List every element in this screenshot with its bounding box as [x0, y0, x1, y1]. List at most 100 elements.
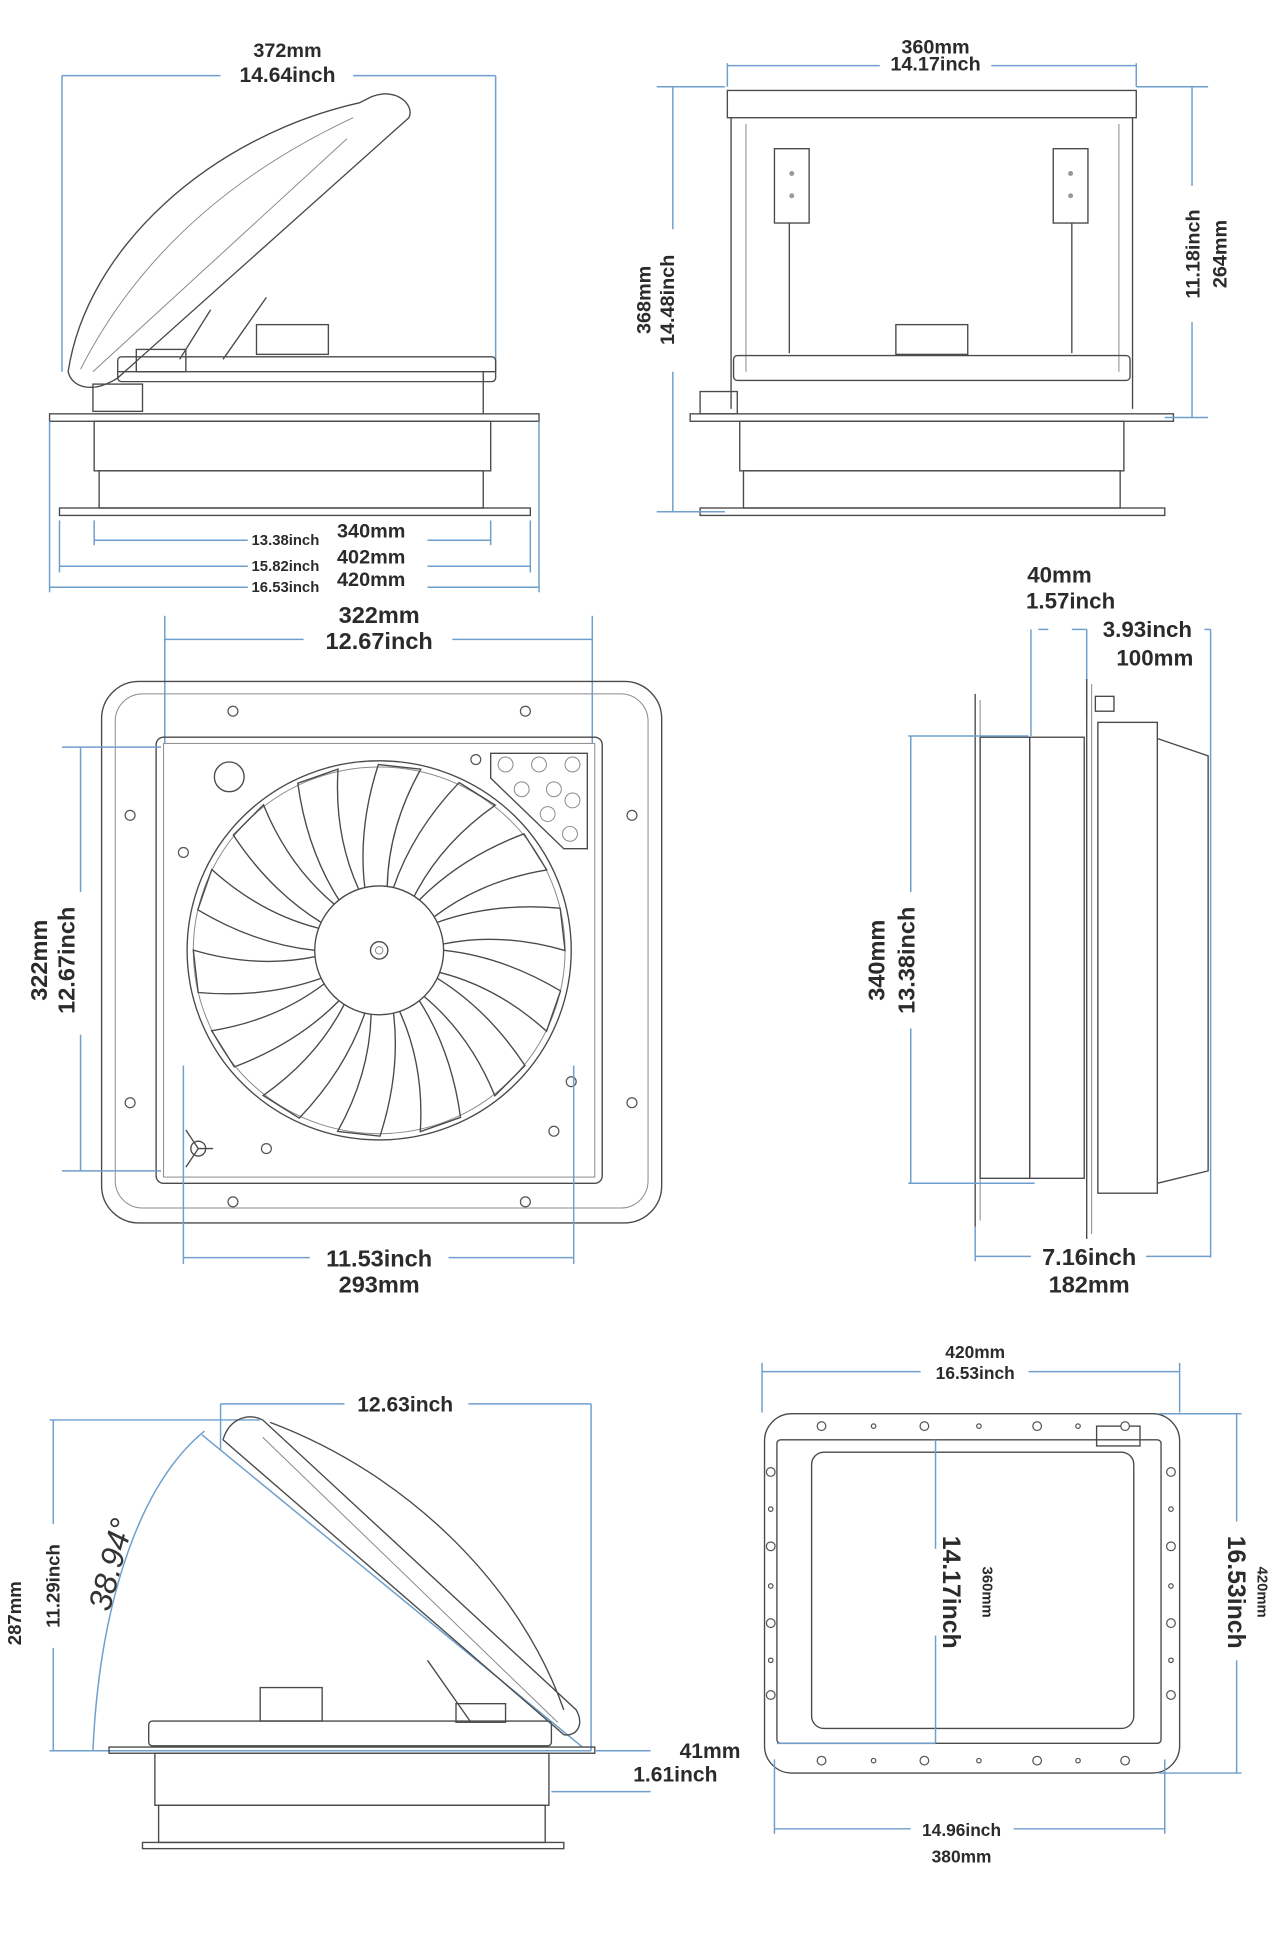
bolt: [1166, 1618, 1176, 1629]
dim-label-inch: 1.61inch: [633, 1764, 717, 1787]
bolt: [765, 1618, 776, 1629]
fan-blade: [210, 983, 340, 1068]
frame-mid: [1029, 736, 1085, 1180]
dim-label-mm: 322mm: [26, 920, 52, 1001]
bolt: [124, 809, 136, 821]
body-top: [732, 354, 1131, 382]
dim-label-inch: 1.57inch: [1026, 588, 1115, 613]
body-lower: [154, 1752, 550, 1806]
bolt: [1166, 1690, 1176, 1700]
dim-label-mm: 40mm: [1027, 562, 1091, 587]
control-panel: [490, 752, 589, 850]
base-plate: [141, 1841, 565, 1850]
bolt: [1032, 1421, 1043, 1432]
dim-label-mm: 293mm: [339, 1271, 420, 1297]
inner-panel: [163, 742, 596, 1178]
bolt: [1168, 1583, 1174, 1589]
dim-label-mm: 372mm: [253, 40, 321, 62]
button: [564, 756, 581, 773]
knob-arms: [185, 1129, 214, 1168]
dim-label-inch: 13.38inch: [252, 533, 320, 549]
dim-label-mm: 360mm: [979, 1567, 995, 1618]
dim-label-inch: 12.67inch: [53, 907, 79, 1014]
side-angle-view: 12.63inch 287mm 11.29inch 38.94° 41mm 1.…: [4, 1393, 740, 1850]
bolt: [1032, 1755, 1043, 1766]
lid-edge: [92, 138, 348, 373]
fan-shaft-inner: [374, 946, 384, 955]
rivet: [1068, 170, 1074, 176]
dim-label-mm: 264mm: [1210, 220, 1232, 288]
dim-label-inch: 15.82inch: [252, 559, 320, 575]
dim-label-inch: 16.53inch: [1222, 1536, 1249, 1649]
bolt: [124, 1097, 136, 1109]
button: [564, 792, 581, 809]
dim-label-mm: 322mm: [339, 602, 420, 628]
body-lower: [93, 420, 492, 472]
dim-label-mm: 402mm: [337, 547, 405, 569]
bolt: [260, 1143, 272, 1155]
bolt: [626, 1097, 638, 1109]
angle-arc: [92, 1430, 205, 1751]
bracket: [773, 148, 810, 224]
bolt: [767, 1657, 774, 1664]
dim-label-inch: 14.64inch: [240, 64, 336, 87]
fan-blade: [362, 763, 422, 888]
button: [562, 825, 578, 842]
bolt: [470, 753, 482, 766]
button: [497, 756, 514, 773]
fan-blade: [192, 949, 322, 995]
fan-blade: [439, 949, 562, 1033]
button: [545, 781, 562, 798]
fan-hub: [314, 885, 445, 1016]
dim-label-inch: 11.53inch: [326, 1245, 432, 1271]
bolt: [870, 1423, 877, 1429]
lid-sides: [730, 117, 1134, 409]
body-top: [148, 1720, 553, 1747]
dim-label-inch: 11.18inch: [1182, 209, 1204, 298]
bolt: [1166, 1541, 1176, 1552]
fan-shaft: [369, 940, 389, 960]
latch: [92, 383, 144, 413]
dim-label-mm: 182mm: [1049, 1271, 1130, 1297]
lid-edge: [262, 1436, 558, 1723]
lid-arm: [222, 296, 267, 360]
dim-label-inch: 13.38inch: [893, 907, 919, 1014]
bolt: [1120, 1755, 1131, 1766]
lid-inner: [745, 123, 1120, 372]
fan-blade: [436, 906, 566, 952]
dim-label-inch: 11.29inch: [42, 1544, 63, 1628]
motor-housing: [255, 323, 330, 356]
bolt: [177, 846, 189, 859]
bolt: [548, 1125, 560, 1137]
fan-blade: [418, 832, 548, 918]
body-skirt: [98, 470, 484, 509]
bolt: [767, 1583, 774, 1589]
bolt: [816, 1755, 827, 1766]
bracket: [1052, 148, 1089, 224]
body-top: [117, 356, 497, 383]
dim-label-inch: 16.53inch: [252, 580, 320, 596]
inner-frame: [776, 1439, 1162, 1745]
control-buttons: [497, 756, 581, 842]
lid-profile: [1097, 721, 1159, 1194]
front-view: 360mm 14.17inch 368mm 14.48inc: [634, 36, 1232, 517]
bolt: [1166, 1467, 1176, 1477]
angle-line: [201, 1434, 583, 1748]
profile-view: 40mm 1.57inch 3.93inch 100mm 340mm 13.38…: [864, 562, 1212, 1297]
button: [539, 806, 556, 822]
bolt: [1120, 1421, 1131, 1432]
fan-ring-inner: [192, 766, 566, 1135]
fan-blade: [261, 1004, 366, 1120]
fan-blade: [423, 977, 526, 1097]
dim-label-inch: 14.17inch: [890, 54, 980, 76]
bolt: [1168, 1506, 1174, 1512]
dim-label-mm: 420mm: [337, 569, 405, 591]
hinge-bracket-left: [773, 148, 810, 354]
dim-label-mm: 380mm: [932, 1846, 992, 1866]
bolt: [765, 1541, 776, 1552]
lid-arm: [179, 309, 212, 360]
bolt: [765, 1690, 776, 1700]
hinge-block: [455, 1702, 507, 1723]
motor-housing: [895, 323, 969, 356]
